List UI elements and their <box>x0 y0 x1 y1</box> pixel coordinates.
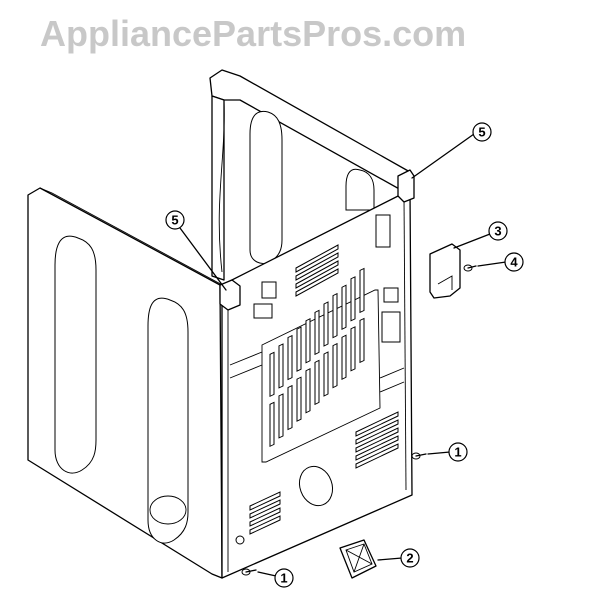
part-2-access-cover <box>339 539 377 579</box>
front-vent-lower-left <box>249 491 281 535</box>
front-panel-center-frame <box>261 289 381 463</box>
watermark-text: AppliancePartsPros.com <box>40 13 466 54</box>
corner-bracket-right <box>397 169 415 203</box>
rear-panel-opening-1 <box>249 110 283 264</box>
part-1-screw-bottom <box>241 568 257 576</box>
callout-5-right: 5 <box>411 122 492 179</box>
svg-text:1: 1 <box>280 571 287 586</box>
front-label-plate-4 <box>381 311 401 343</box>
svg-text:1: 1 <box>454 445 461 460</box>
center-grille <box>269 267 365 448</box>
corner-bracket-left <box>219 279 241 311</box>
front-label-plate-5 <box>375 214 391 248</box>
rear-panel <box>209 69 411 196</box>
svg-text:4: 4 <box>510 255 518 270</box>
part-4-screw <box>463 264 477 272</box>
front-label-plate-2 <box>253 303 273 319</box>
left-panel-opening-1 <box>54 235 97 474</box>
front-vent-upper <box>295 244 339 297</box>
front-label-plate-3 <box>383 287 399 303</box>
svg-text:5: 5 <box>171 213 178 228</box>
exhaust-opening <box>298 465 334 507</box>
rear-panel-opening-2 <box>345 168 375 211</box>
callout-2: 2 <box>377 548 420 568</box>
part-3-bracket <box>429 243 461 299</box>
callout-4: 4 <box>477 252 524 272</box>
svg-text:2: 2 <box>406 551 413 566</box>
svg-text:3: 3 <box>494 224 501 239</box>
callout-1-bottom: 1 <box>257 568 294 588</box>
left-panel-opening-2 <box>147 297 189 544</box>
front-vent-lower-right <box>355 411 399 469</box>
callout-5-left: 5 <box>165 210 227 291</box>
part-1-screw-right <box>411 452 427 460</box>
dryer-cabinet <box>27 69 415 579</box>
front-label-plate-1 <box>261 281 277 299</box>
callout-3: 3 <box>453 221 508 249</box>
svg-text:5: 5 <box>478 125 485 140</box>
callout-1-right: 1 <box>427 442 468 462</box>
